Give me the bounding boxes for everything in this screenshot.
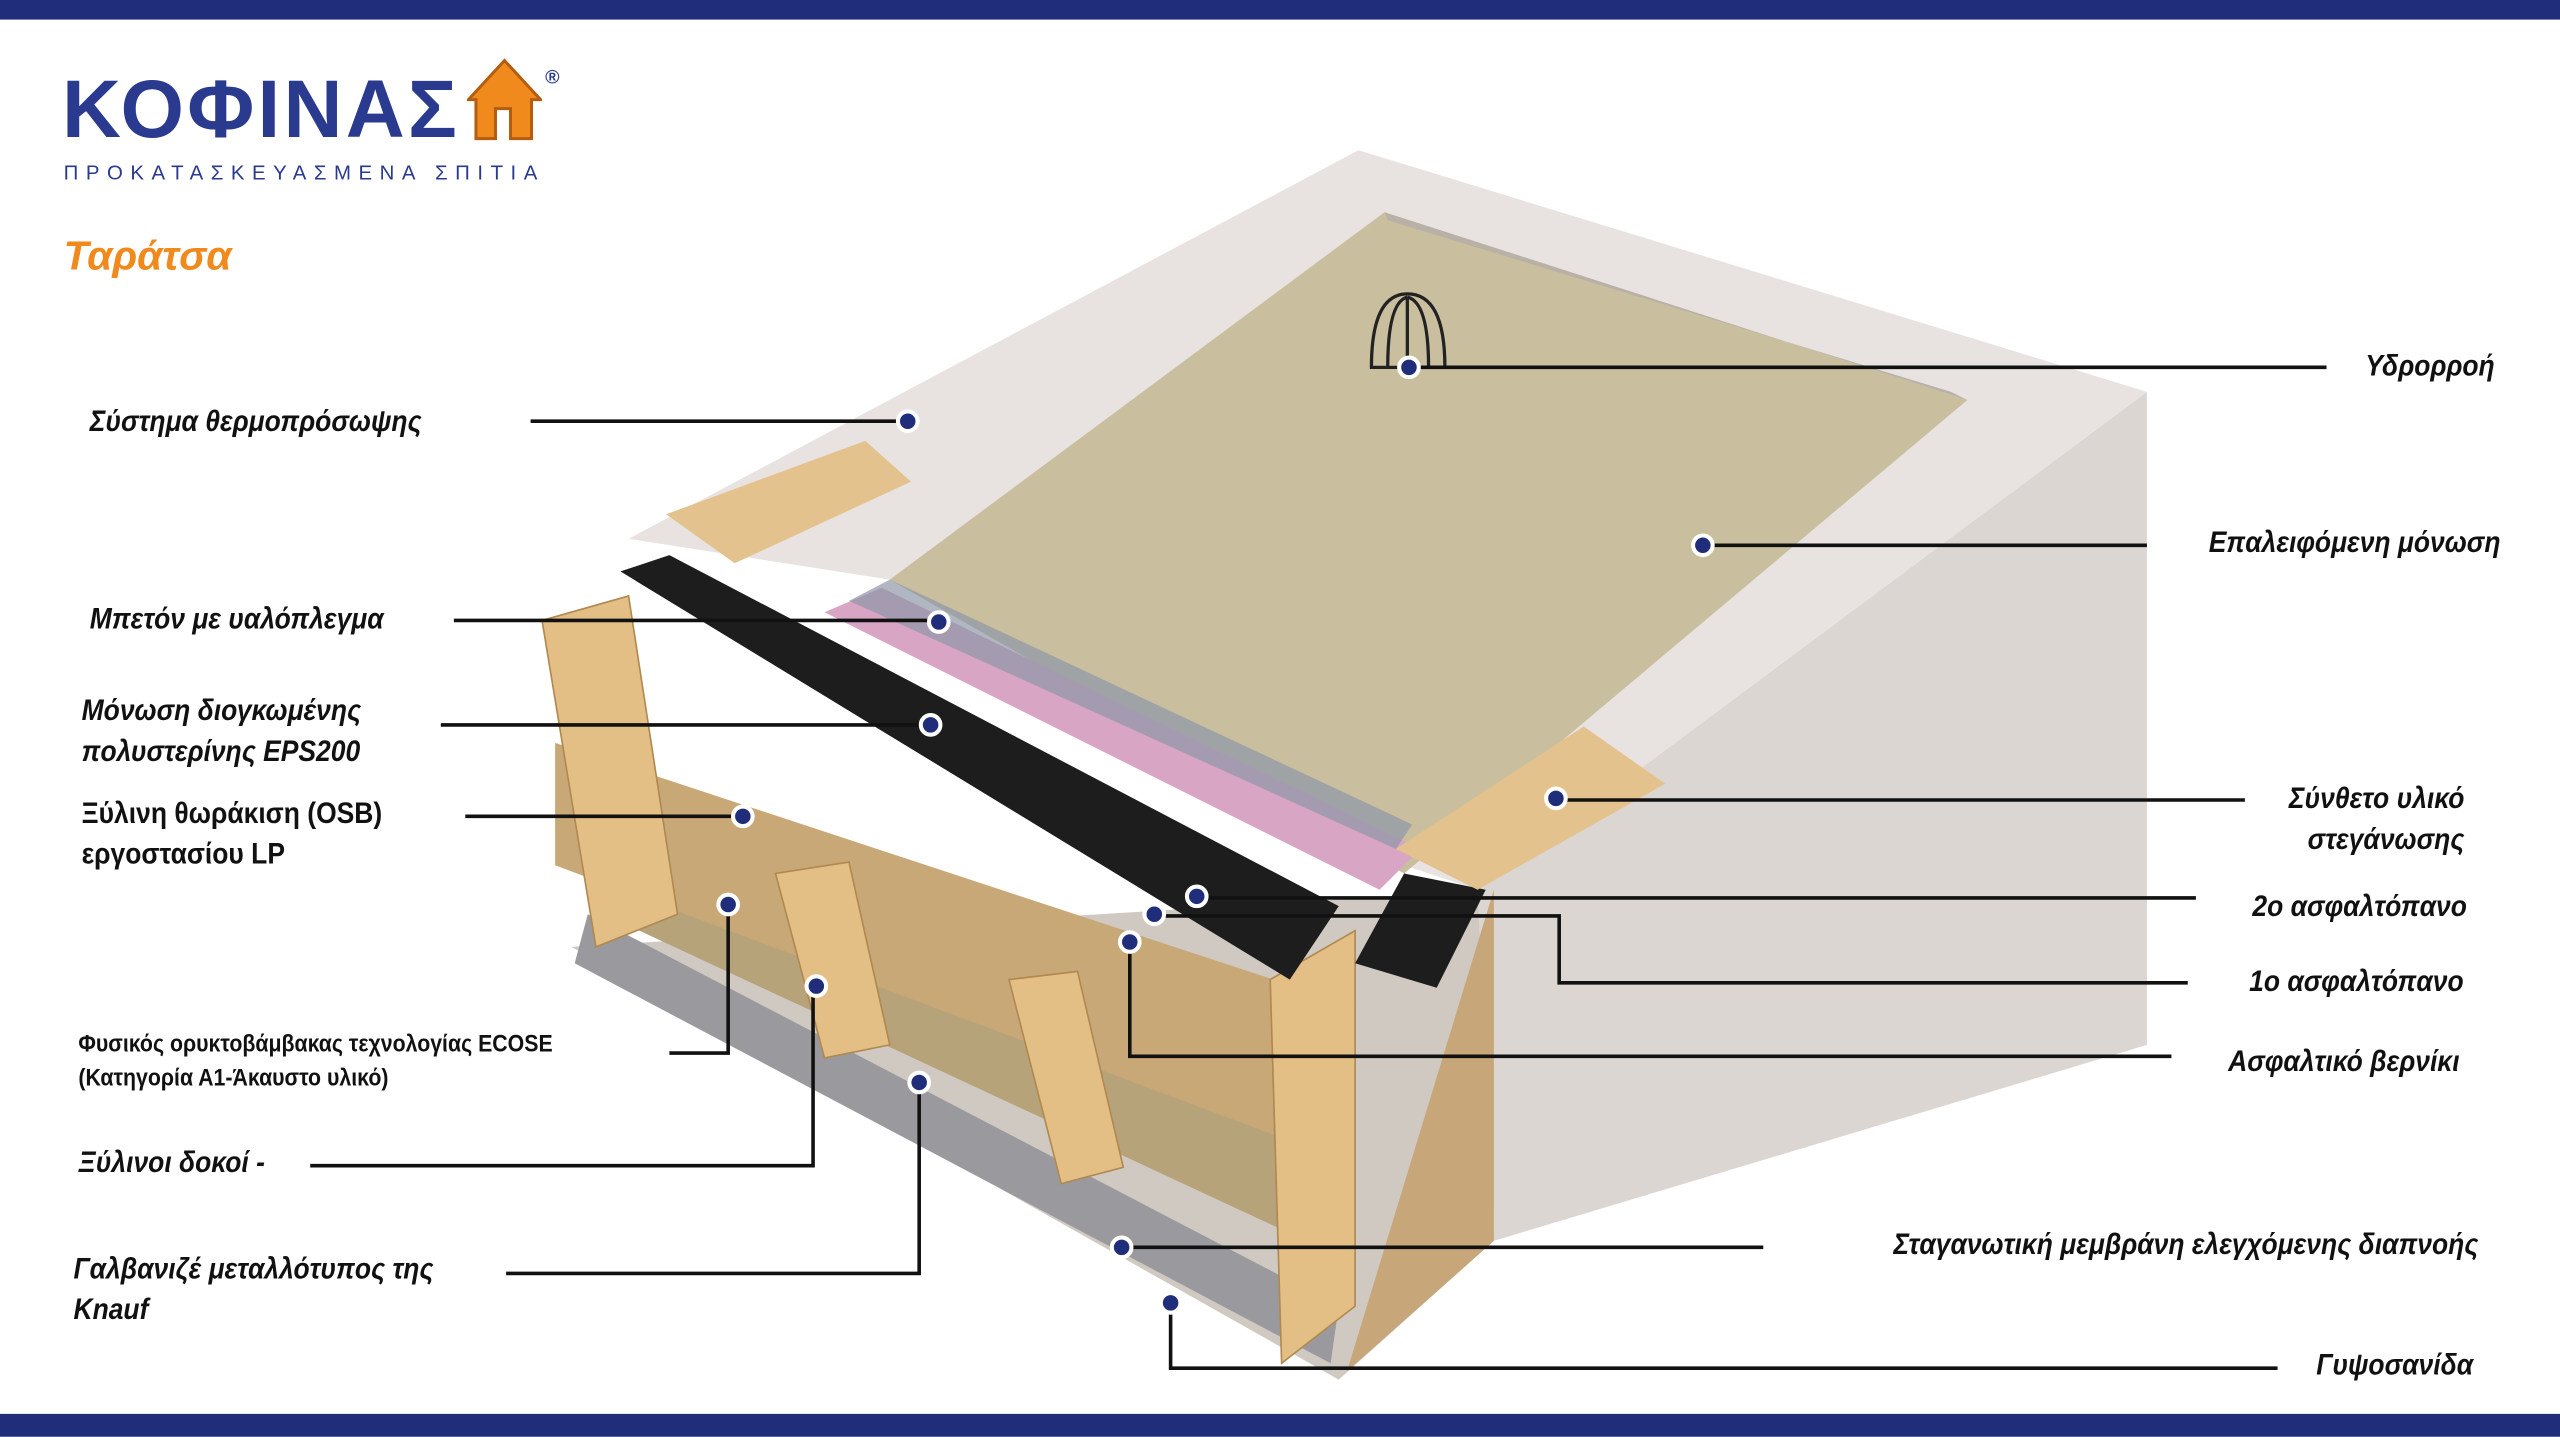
label-line: Ασφαλτικό βερνίκι — [2228, 1044, 2461, 1078]
brand-tagline: ΠΡΟΚΑΤΑΣΚΕΥΑΣΜΕΝΑ ΣΠΙΤΙΑ — [63, 161, 545, 185]
leader-lines — [310, 365, 2327, 1370]
label-line: 1ο ασφαλτόπανο — [2249, 964, 2464, 998]
brand-name: ΚΟΦΙΝΑΣ — [62, 63, 461, 156]
wood-beams — [541, 594, 1356, 1365]
label-asphalt-1: 1ο ασφαλτόπανο — [2249, 962, 2464, 1003]
label-eps-insulation: Μόνωση διογκωμένης πολυστερίνης EPS200 — [82, 691, 362, 773]
asphalt-membrane — [620, 555, 1339, 980]
label-line: Σύνθετο υλικό — [2288, 782, 2464, 815]
label-line: Επαλειφόμενη μόνωση — [2209, 525, 2502, 559]
label-line: Μπετόν με υαλόπλεγμα — [89, 602, 384, 636]
page-title: Ταράτσα — [63, 233, 232, 280]
label-line: πολυστερίνης EPS200 — [81, 734, 361, 768]
label-line: Μόνωση διογκωμένης — [81, 693, 362, 727]
label-line: Σύστημα θερμοπρόσωψης — [89, 404, 422, 438]
label-line: Υδρορροή — [2365, 349, 2495, 383]
label-line: Knauf — [73, 1293, 149, 1326]
gutter-drain-icon — [1369, 292, 1447, 369]
label-asphalt-varnish: Ασφαλτικό βερνίκι — [2229, 1042, 2460, 1083]
top-bar — [0, 0, 2560, 20]
eps-insulation — [824, 587, 1421, 890]
label-line: Γαλβανιζέ μεταλλότυπος της — [73, 1252, 434, 1285]
metal-deck — [574, 914, 1339, 1364]
label-osb: Ξύλινη θωράκιση (OSB) εργοστασίου LP — [82, 793, 383, 875]
house-logo-icon — [464, 56, 544, 144]
label-line: Ξύλινοι δοκοί - — [78, 1146, 265, 1179]
osb-wall — [1346, 889, 1494, 1372]
label-vapour-membrane: Σταγανωτική μεμβράνη ελεγχόμενης διαπνοή… — [1894, 1224, 2479, 1265]
label-asphalt-2: 2ο ασφαλτόπανο — [2252, 887, 2467, 928]
marker-dots — [716, 355, 1715, 1315]
label-line: Ξύλινη θωράκιση (OSB) — [81, 796, 383, 830]
brand-logo: ΚΟΦΙΝΑΣ ® — [62, 58, 563, 157]
label-concrete-mesh: Μπετόν με υαλόπλεγμα — [90, 599, 384, 640]
right-wall — [1477, 391, 2147, 1241]
label-gutter: Υδρορροή — [2365, 346, 2494, 387]
label-line: στεγάνωσης — [2306, 822, 2464, 856]
composite-board-right — [1395, 726, 1666, 890]
label-line: Σταγανωτική μεμβράνη ελεγχόμενης διαπνοή… — [1893, 1227, 2479, 1261]
label-line: εργοστασίου LP — [81, 837, 285, 871]
label-line: 2ο ασφαλτόπανο — [2252, 889, 2467, 923]
registered-mark: ® — [545, 65, 563, 89]
osb-slab — [555, 742, 1274, 1135]
asphalt-membrane-edge — [1355, 873, 1486, 988]
label-wood-beams: Ξύλινοι δοκοί - — [78, 1143, 265, 1184]
label-line: Φυσικός ορυκτοβάμβακας τεχνολογίας ECOSE — [78, 1031, 553, 1058]
label-line: (Κατηγορία Α1-Άκαυστο υλικό) — [78, 1066, 389, 1093]
concrete-mesh — [848, 579, 1413, 849]
bottom-bar — [0, 1413, 2560, 1437]
label-gypsum: Γυψοσανίδα — [2317, 1345, 2474, 1386]
label-composite-sealing: Σύνθετο υλικό στεγάνωσης — [2288, 779, 2463, 861]
composite-board-left — [666, 440, 912, 564]
label-line: Γυψοσανίδα — [2316, 1348, 2474, 1382]
label-liquid-coating: Επαλειφόμενη μόνωση — [2209, 522, 2501, 563]
label-mineral-wool: Φυσικός ορυκτοβάμβακας τεχνολογίας ECOSE… — [78, 1029, 552, 1098]
label-facade-system: Σύστημα θερμοπρόσωψης — [90, 402, 422, 443]
